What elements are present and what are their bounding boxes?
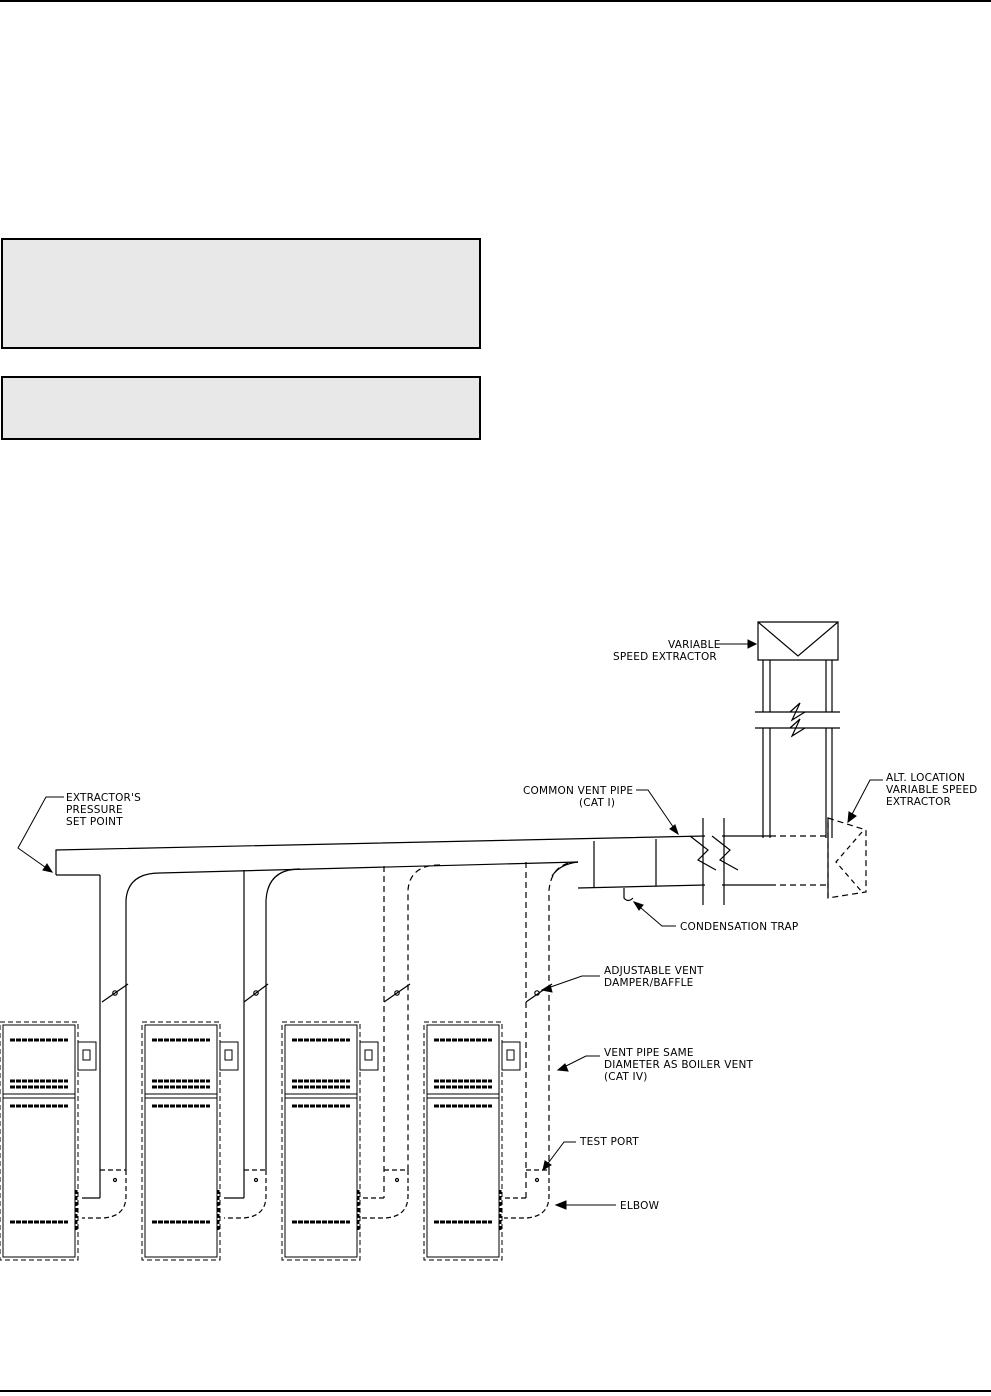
- label-extractor-pressure-1: EXTRACTOR'S: [66, 792, 141, 804]
- leader-lines: [17, 639, 883, 1210]
- label-variable-speed-extractor-1: VARIABLE: [668, 639, 721, 651]
- label-extractor-pressure-3: SET POINT: [66, 816, 123, 828]
- label-test-port: TEST PORT: [579, 1136, 639, 1148]
- label-common-vent-pipe-1: COMMON VENT PIPE: [523, 785, 633, 797]
- boiler-3: [280, 1020, 380, 1262]
- label-alt-location-1: ALT. LOCATION: [886, 772, 965, 784]
- boiler-1: [0, 1020, 98, 1262]
- label-vent-pipe-same-2: DIAMETER AS BOILER VENT: [604, 1059, 753, 1071]
- label-adjustable-damper-2: DAMPER/BAFFLE: [604, 977, 694, 989]
- top-rule: [0, 0, 991, 2]
- label-variable-speed-extractor-2: SPEED EXTRACTOR: [613, 651, 717, 663]
- boiler-2: [140, 1020, 240, 1262]
- extractor-stack: [755, 621, 840, 838]
- bottom-rule: [0, 1390, 991, 1392]
- label-elbow: ELBOW: [620, 1200, 660, 1212]
- diagram-labels: VARIABLE SPEED EXTRACTOR ALT. LOCATION V…: [66, 639, 977, 1212]
- label-vent-pipe-same-3: (CAT IV): [604, 1071, 648, 1083]
- label-alt-location-3: EXTRACTOR: [886, 796, 951, 808]
- label-alt-location-2: VARIABLE SPEED: [886, 784, 977, 796]
- notice-box: [1, 376, 481, 440]
- label-adjustable-damper-1: ADJUSTABLE VENT: [604, 965, 704, 977]
- boiler-4: [422, 1020, 522, 1262]
- label-common-vent-pipe-2: (CAT I): [579, 797, 615, 809]
- label-vent-pipe-same-1: VENT PIPE SAME: [604, 1047, 694, 1059]
- label-extractor-pressure-2: PRESSURE: [66, 804, 123, 816]
- common-vent-pipe: [55, 817, 867, 905]
- label-condensation-trap: CONDENSATION TRAP: [680, 921, 798, 933]
- warning-box: [1, 238, 481, 349]
